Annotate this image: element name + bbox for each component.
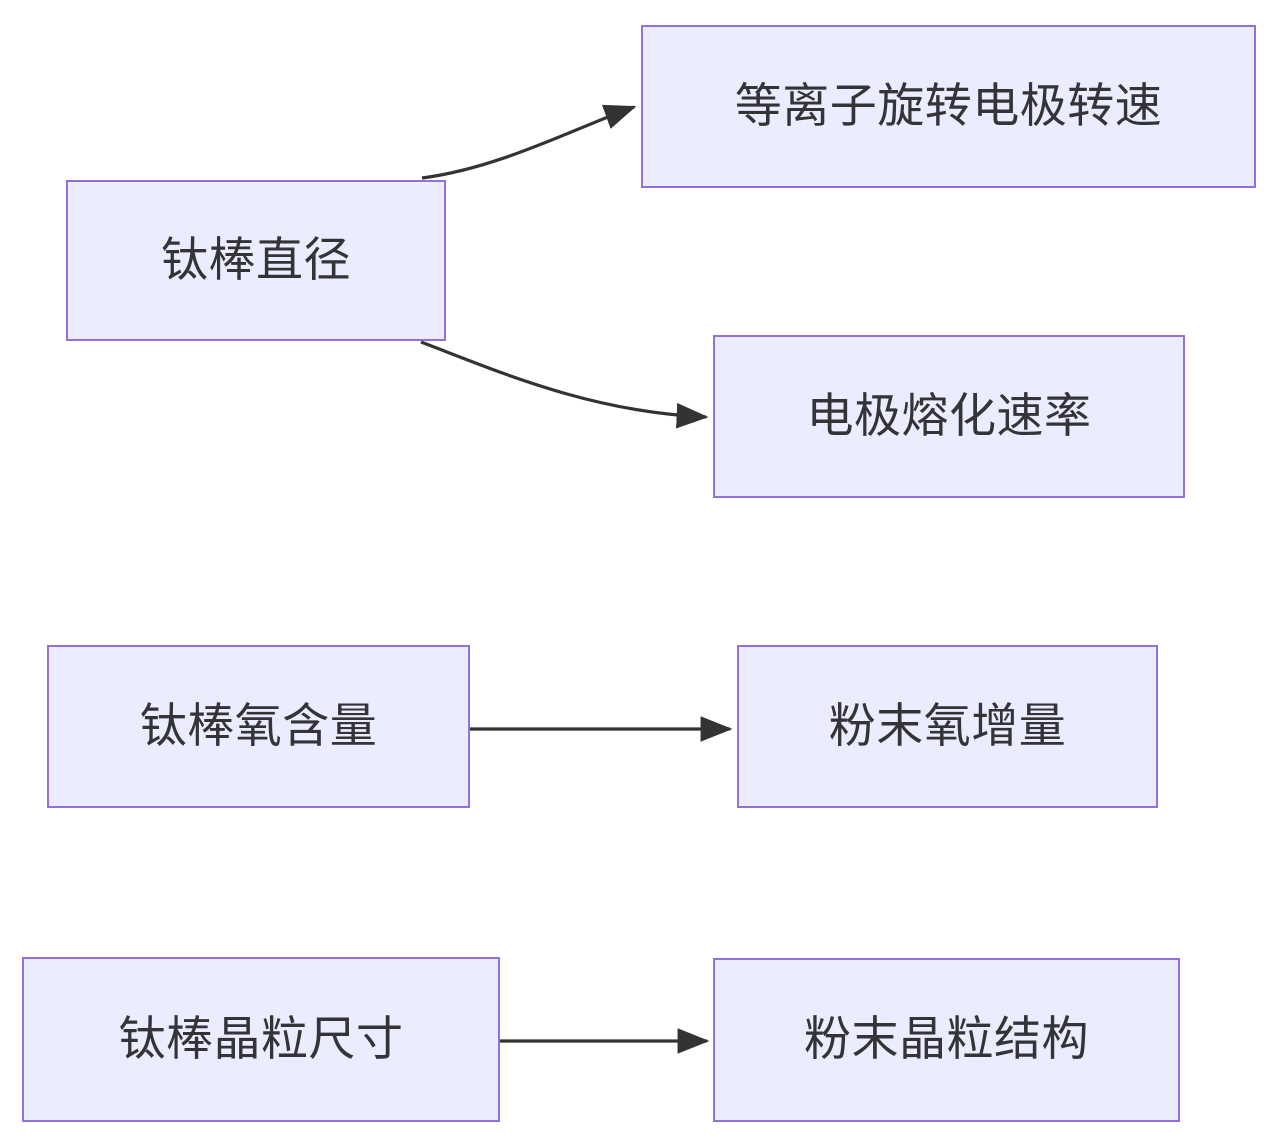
node-label-ti-rod-oxygen-content: 钛棒氧含量: [139, 698, 378, 754]
node-label-plasma-rotating-electrode-speed: 等离子旋转电极转速: [734, 78, 1163, 134]
node-powder-oxygen-increase[interactable]: 粉末氧增量: [737, 645, 1158, 808]
node-plasma-rotating-electrode-speed[interactable]: 等离子旋转电极转速: [641, 25, 1256, 188]
node-powder-grain-structure[interactable]: 粉末晶粒结构: [713, 958, 1180, 1122]
node-ti-rod-grain-size[interactable]: 钛棒晶粒尺寸: [22, 957, 500, 1122]
node-label-ti-rod-diameter: 钛棒直径: [161, 232, 351, 288]
node-label-ti-rod-grain-size: 钛棒晶粒尺寸: [118, 1011, 404, 1067]
node-ti-rod-oxygen-content[interactable]: 钛棒氧含量: [47, 645, 470, 808]
node-electrode-melting-rate[interactable]: 电极熔化速率: [713, 335, 1185, 498]
node-label-powder-grain-structure: 粉末晶粒结构: [804, 1012, 1089, 1068]
edge-ti-rod-diameter-to-plasma-speed: [421, 104, 637, 180]
node-label-electrode-melting-rate: 电极熔化速率: [806, 388, 1092, 444]
edge-ti-rod-diameter-to-electrode-melt-rate: [420, 340, 709, 429]
node-ti-rod-diameter[interactable]: 钛棒直径: [66, 180, 446, 341]
node-label-powder-oxygen-increase: 粉末氧增量: [828, 698, 1067, 754]
